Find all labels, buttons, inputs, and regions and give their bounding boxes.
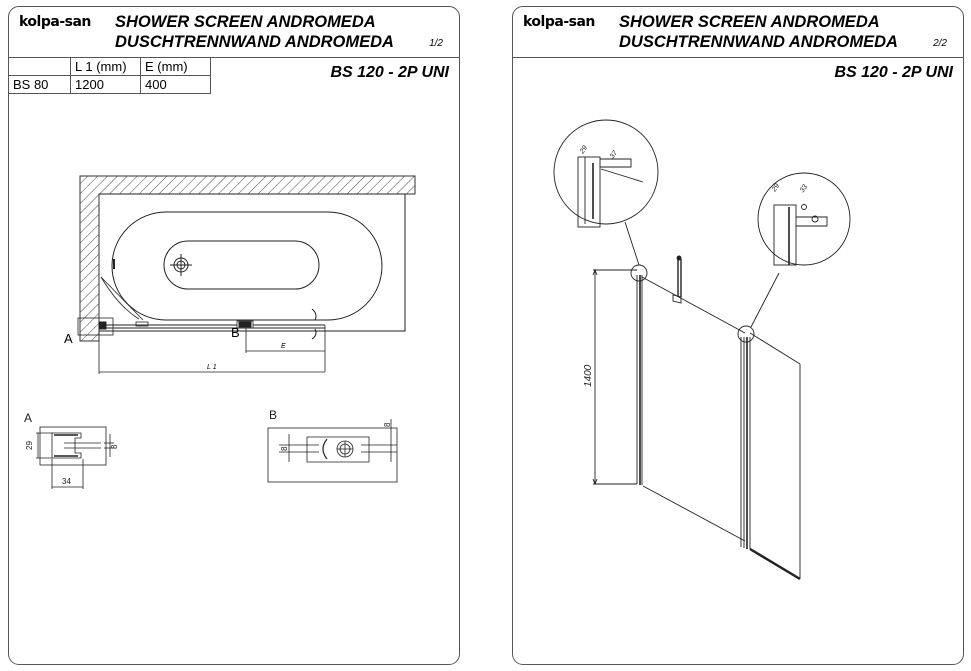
plan-drawing: A B E L 1 A 29 34 8 B [24,175,416,489]
document-title: SHOWER SCREEN ANDROMEDA DUSCHTRENNWAND A… [619,12,898,52]
hinge-profile [740,337,751,549]
table-header-row: L 1 (mm) E (mm) [8,57,211,76]
wall-profile [636,275,643,485]
drain-icon [170,254,192,276]
detail-a-drawing: A 29 34 8 [24,411,119,489]
callout-left-dim-b: 37 [609,149,620,160]
model-name: BS 120 - 2P UNI [834,64,953,81]
bathtub-plan [99,193,406,332]
document-title: SHOWER SCREEN ANDROMEDA DUSCHTRENNWAND A… [115,12,394,52]
callout-left: 29 37 [553,119,659,282]
dimensions-table: L 1 (mm) E (mm) BS 80 1200 400 [8,57,211,94]
shower-screen-plan [77,276,326,372]
detail-b-label: B [269,408,277,422]
callout-right-dim-b: 33 [799,184,809,194]
table-cell: BS 80 [8,75,71,94]
table-row: BS 80 1200 400 [8,75,211,94]
plan-dimensions [98,328,325,374]
sheet-header: kolpa-san SHOWER SCREEN ANDROMEDA DUSCHT… [513,7,963,58]
page-number: 2/2 [933,38,947,49]
drawing-sheet-2: kolpa-san SHOWER SCREEN ANDROMEDA DUSCHT… [512,6,964,665]
callout-left-dim-a: 29 [578,145,589,156]
detail-a-dim-gap: 8 [110,444,119,449]
detail-b-drawing: B 8 8 [267,408,398,483]
model-name: BS 120 - 2P UNI [330,64,449,81]
detail-a-dim-height: 29 [25,441,34,450]
detail-a-dim-width: 34 [62,477,71,486]
title-line-en: SHOWER SCREEN ANDROMEDA [619,13,880,31]
wall-hatch [79,175,416,342]
sheet-header: kolpa-san SHOWER SCREEN ANDROMEDA DUSCHT… [9,7,459,58]
isometric-drawing: 29 37 29 33 1400 [553,119,851,581]
label-detail-b: B [231,325,240,340]
glass-panel-2 [749,332,801,581]
table-cell: 400 [140,75,211,94]
table-header-cell: E (mm) [140,57,211,76]
title-line-de: DUSCHTRENNWAND ANDROMEDA [115,33,394,51]
callout-right: 29 33 [737,172,851,343]
glass-panel-1 [641,276,746,542]
support-bar [672,255,682,304]
callout-right-dim-a: 29 [770,183,781,194]
detail-b-dim-right: 8 [383,422,392,427]
detail-b-dim-left: 8 [280,446,289,451]
page-number: 1/2 [429,38,443,49]
label-detail-a: A [64,331,73,346]
drawing-sheet-1: kolpa-san SHOWER SCREEN ANDROMEDA DUSCHT… [8,6,460,665]
brand-logo: kolpa-san [523,14,595,30]
dim-label-l1: L 1 [207,364,217,371]
dim-label-e: E [281,343,286,350]
title-line-en: SHOWER SCREEN ANDROMEDA [115,13,376,31]
title-line-de: DUSCHTRENNWAND ANDROMEDA [619,33,898,51]
height-dim-label: 1400 [583,364,594,387]
detail-a-label: A [24,411,32,425]
table-cell: 1200 [70,75,141,94]
table-header-cell: L 1 (mm) [70,57,141,76]
brand-logo: kolpa-san [19,14,91,30]
height-dimension [592,268,637,486]
